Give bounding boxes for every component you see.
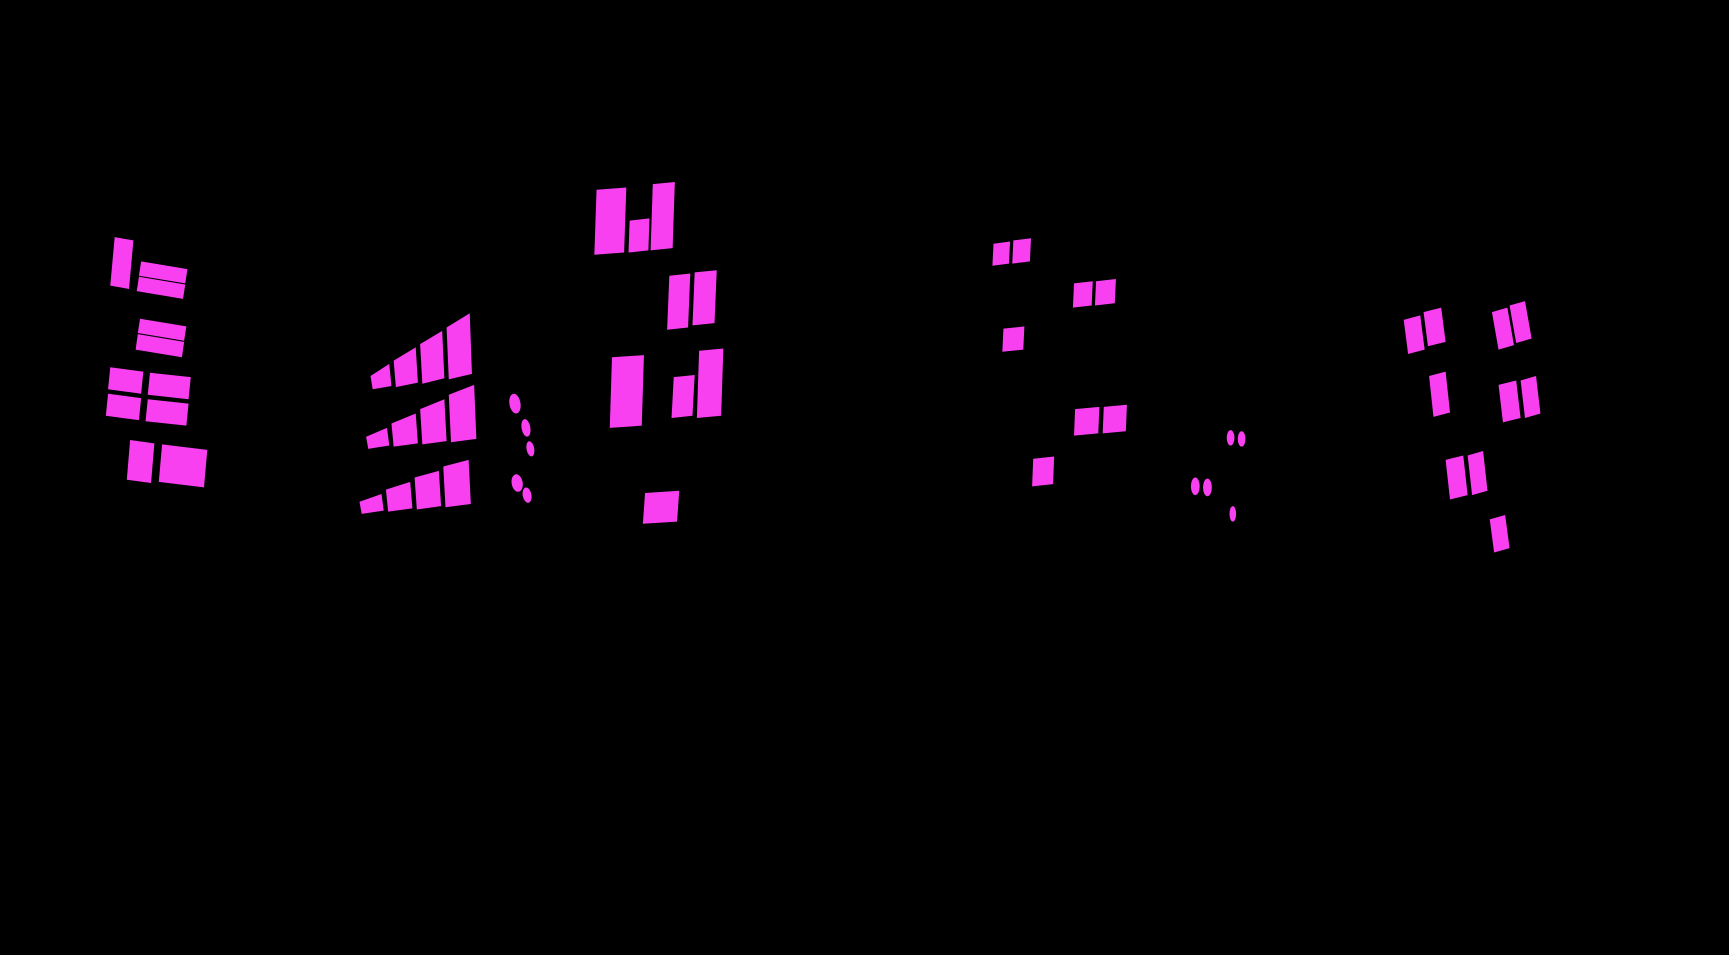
left-building-windows [105,237,208,488]
window-shape [366,427,390,449]
window-shape [696,348,724,418]
small-distant-windows [1190,430,1246,522]
window-shape [126,440,155,484]
right-building-windows [1403,301,1541,553]
window-shape [137,318,187,341]
window-shape [1012,238,1032,264]
window-shape [650,181,675,251]
window-shape [370,363,392,390]
window-shape [420,330,445,384]
window-shape [1509,301,1532,343]
window-shape [1403,315,1425,354]
window-shape [1489,514,1510,553]
window-shape [1498,380,1521,423]
window-shape [992,241,1011,266]
window-shape [642,490,680,524]
window-shape [108,367,144,394]
window-shape [135,334,185,358]
window-dot-shape [1229,506,1237,522]
window-shape [1491,307,1514,350]
window-dot-shape [1237,431,1246,447]
center-left-building-windows [594,181,724,524]
window-shape [1032,456,1055,487]
window-shape [628,218,650,253]
window-shape [1002,326,1025,352]
window-shape [105,393,142,421]
window-shape [158,444,208,488]
window-shape [609,355,644,428]
window-shape [420,399,447,445]
window-shape [147,372,191,400]
window-shape [385,481,413,512]
window-shape [391,413,418,447]
window-shape [448,384,477,443]
window-shape [414,470,442,510]
window-shape [692,270,717,326]
window-dot-shape [521,419,531,437]
window-dot-shape [509,393,521,414]
center-right-building-windows [992,238,1127,487]
window-shape [443,459,471,508]
window-dot-shape [522,487,532,503]
window-shape [1072,281,1093,308]
window-dot-shape [511,474,523,492]
window-shape [136,276,186,299]
window-shape [1445,455,1468,500]
window-shape [145,399,189,426]
window-shape [1102,404,1127,434]
window-dot-shape [1203,478,1212,497]
window-shape [1074,406,1100,436]
window-shape [1094,279,1116,306]
window-shape [671,374,695,418]
window-shape [138,261,188,284]
window-shape [1467,451,1488,496]
window-shape [667,273,691,330]
window-dot-shape [1226,430,1235,446]
window-shape [1520,376,1541,418]
window-dot-shape [526,441,535,457]
window-shape [1429,371,1451,417]
window-shape [110,237,134,289]
window-shape [1423,307,1446,347]
window-shape [359,494,384,514]
window-dot-shape [1190,477,1200,496]
window-shape [393,347,418,388]
slanted-louver-building-windows [359,313,535,514]
window-shape [594,187,627,255]
window-shape [446,313,472,380]
